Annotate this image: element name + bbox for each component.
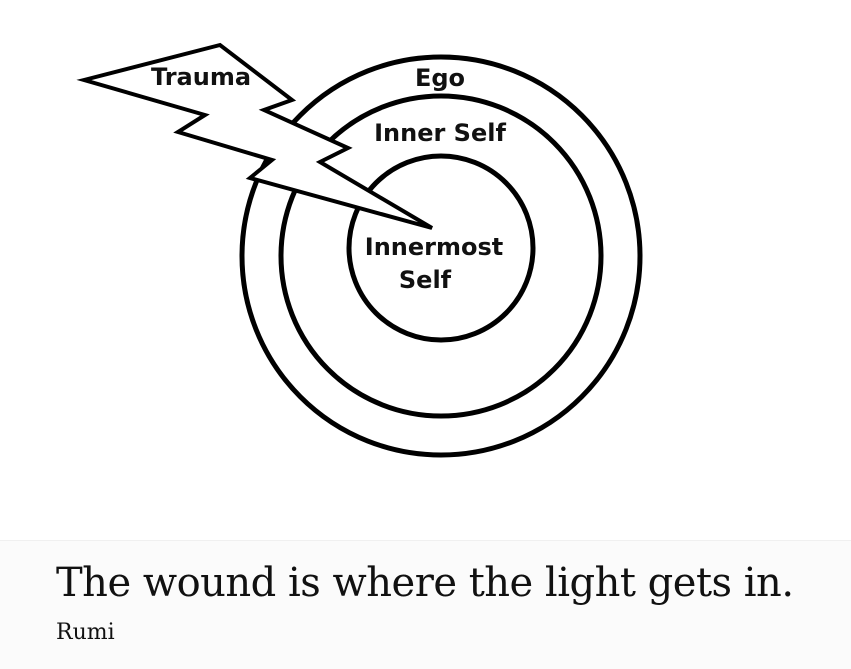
diagram-canvas: Trauma Ego Inner Self Innermost Self xyxy=(76,42,643,458)
innermost-self-label-line2: Self xyxy=(399,266,452,294)
inner-self-label: Inner Self xyxy=(374,119,506,147)
innermost-self-label-line1: Innermost xyxy=(365,233,503,261)
quote-author: Rumi xyxy=(56,620,115,645)
quote-text: The wound is where the light gets in. xyxy=(56,560,794,606)
ego-ring xyxy=(239,54,643,458)
ego-label: Ego xyxy=(415,64,465,92)
inner-self-ring xyxy=(278,93,604,419)
trauma-diagram: Trauma Ego Inner Self Innermost Self xyxy=(76,42,643,458)
quote-section: The wound is where the light gets in. Ru… xyxy=(0,540,851,669)
trauma-label: Trauma xyxy=(151,63,251,91)
innermost-self-ring xyxy=(346,153,536,343)
trauma-lightning-bolt xyxy=(76,42,434,230)
